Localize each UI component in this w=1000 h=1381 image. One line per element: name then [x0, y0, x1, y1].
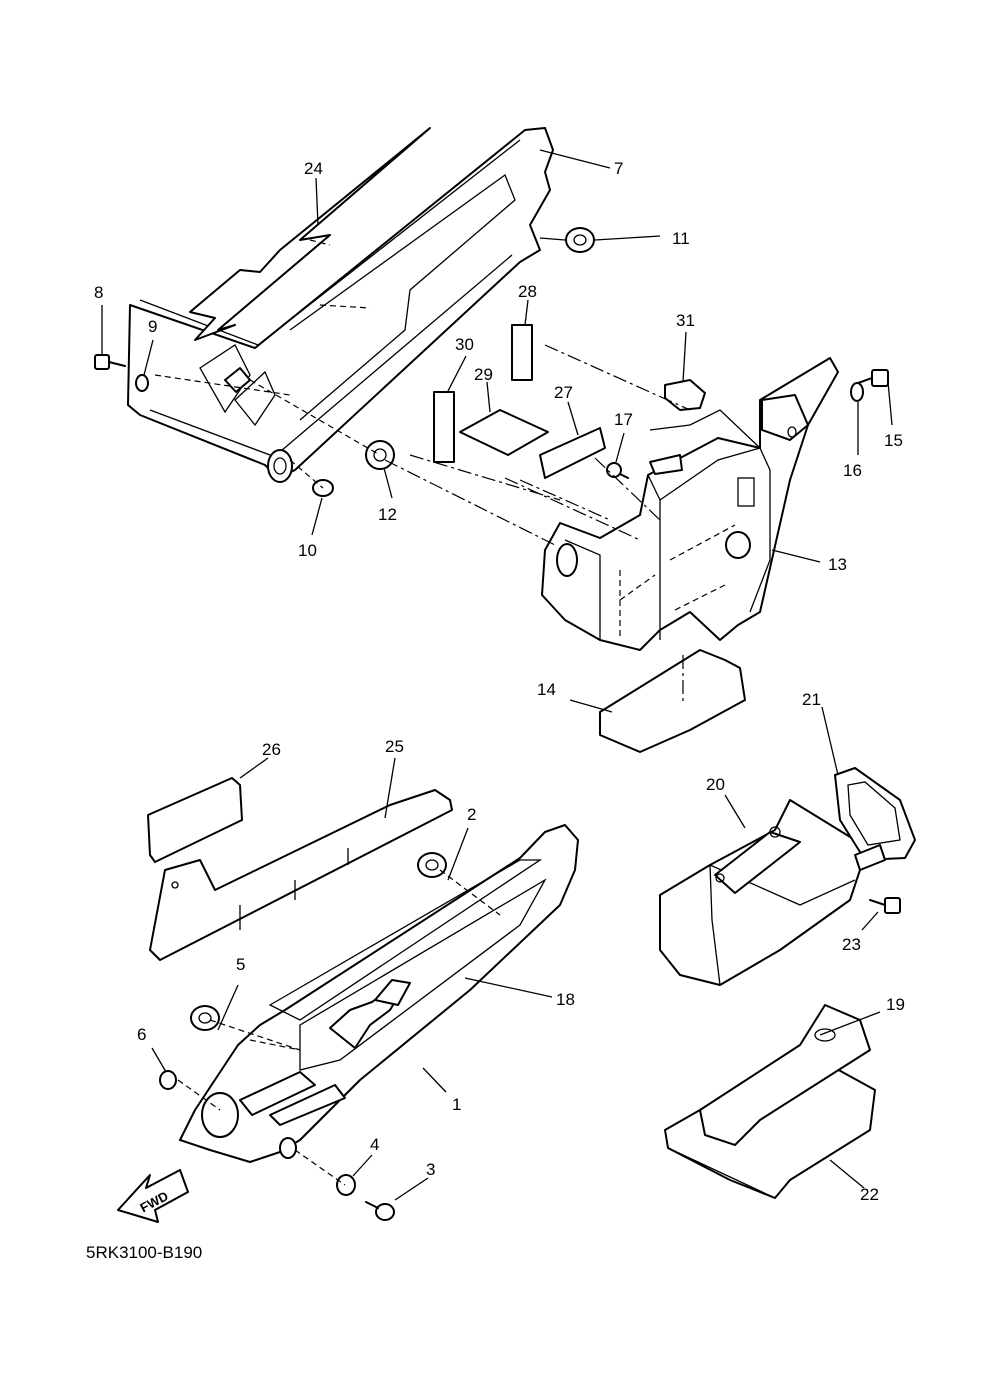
- side-cover-lower: [179, 824, 579, 1163]
- pad-29: [459, 409, 549, 456]
- callout-26: 26: [262, 740, 281, 759]
- bolt-15: [857, 369, 889, 387]
- grommet-2: [417, 852, 447, 878]
- callout-17: 17: [614, 410, 633, 429]
- grommet-11: [539, 227, 595, 253]
- callout-15: 15: [884, 431, 903, 450]
- assembly-lines-upper: [154, 239, 761, 705]
- pad-30: [433, 391, 455, 463]
- callout-12: 12: [378, 505, 397, 524]
- callout-labels: 1 2 3 4 5 6 7 8 9 10 11 12 13 14 15 16 1…: [94, 159, 905, 1204]
- callout-31: 31: [676, 311, 695, 330]
- callout-13: 13: [828, 555, 847, 574]
- assembly-lines-lower: [177, 869, 501, 1186]
- callout-29: 29: [474, 365, 493, 384]
- washer-4: [336, 1174, 356, 1196]
- callout-9: 9: [148, 317, 157, 336]
- bolt-23: [869, 897, 901, 914]
- plate-26: [147, 777, 243, 863]
- diagram-code: 5RK3100-B190: [86, 1243, 202, 1262]
- pad-28: [511, 324, 533, 381]
- bolt-8: [94, 354, 126, 370]
- callout-1: 1: [452, 1095, 461, 1114]
- screw-17: [606, 462, 629, 479]
- callout-5: 5: [236, 955, 245, 974]
- callout-21: 21: [802, 690, 821, 709]
- decal-24: [189, 127, 431, 341]
- callout-27: 27: [554, 383, 573, 402]
- washer-16: [850, 382, 864, 402]
- callout-3: 3: [426, 1160, 435, 1179]
- callout-28: 28: [518, 282, 537, 301]
- fwd-arrow: FWD: [117, 1169, 189, 1223]
- callout-19: 19: [886, 995, 905, 1014]
- strap-21: [834, 767, 916, 871]
- callout-7: 7: [614, 159, 623, 178]
- callout-18: 18: [556, 990, 575, 1009]
- clip-31: [664, 379, 706, 411]
- callout-10: 10: [298, 541, 317, 560]
- callout-6: 6: [137, 1025, 146, 1044]
- callout-24: 24: [304, 159, 323, 178]
- screw-3: [365, 1201, 395, 1221]
- callout-8: 8: [94, 283, 103, 302]
- pad-19: [699, 1004, 871, 1146]
- callout-leaders: [101, 149, 893, 1201]
- callout-14: 14: [537, 680, 556, 699]
- callout-4: 4: [370, 1135, 379, 1154]
- pad-27: [539, 427, 606, 479]
- tool-case-20: [659, 799, 866, 986]
- washer-9: [135, 374, 149, 392]
- callout-30: 30: [455, 335, 474, 354]
- callout-20: 20: [706, 775, 725, 794]
- decal-25: [149, 789, 453, 961]
- callout-25: 25: [385, 737, 404, 756]
- callout-2: 2: [467, 805, 476, 824]
- callout-22: 22: [860, 1185, 879, 1204]
- pad-14: [599, 649, 746, 753]
- battery-box-13: [541, 357, 839, 651]
- washer-6: [159, 1070, 177, 1090]
- callout-16: 16: [843, 461, 862, 480]
- callout-11: 11: [672, 229, 690, 248]
- callout-23: 23: [842, 935, 861, 954]
- grommet-5: [190, 1005, 220, 1031]
